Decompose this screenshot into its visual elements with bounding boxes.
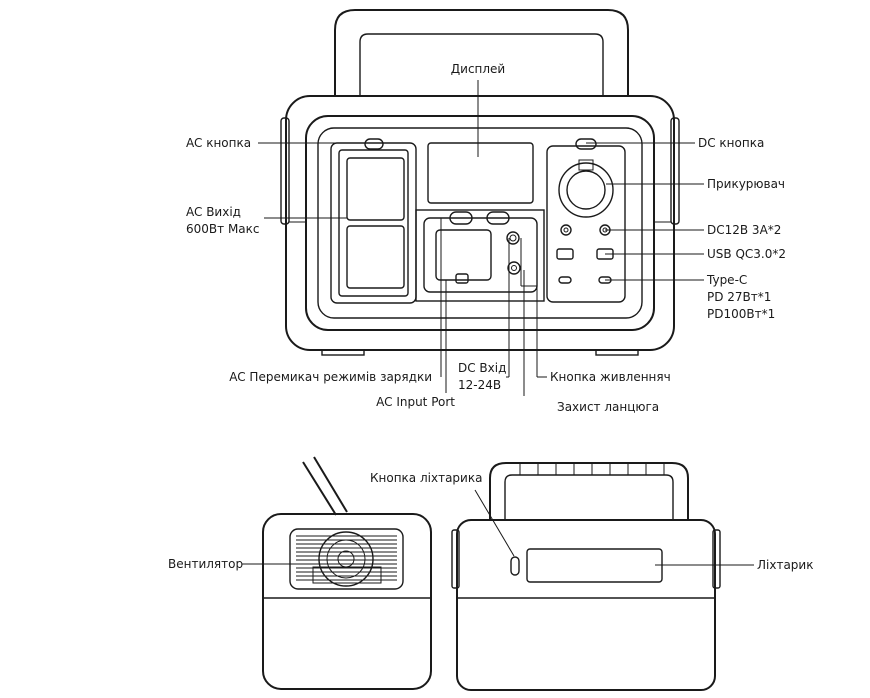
- switch-button-left: [449, 211, 473, 225]
- front-body: [285, 95, 675, 351]
- handle-grip-marks: [519, 463, 665, 475]
- front-foot-left: [321, 349, 365, 356]
- front-foot-right: [595, 349, 639, 356]
- label-flashlight: Ліхтарик: [757, 558, 813, 572]
- front-side-left: [280, 117, 290, 225]
- dc12v-port-1: [560, 224, 572, 236]
- front-leader-lines: [258, 80, 704, 396]
- usb-port-1: [556, 248, 574, 260]
- side-body: [262, 513, 432, 690]
- ac-outlet-2: [346, 225, 405, 289]
- ac-input-tab: [455, 273, 469, 284]
- fan-grille-frame: [289, 528, 404, 590]
- label-dc-input-2: 12-24В: [458, 378, 501, 392]
- ac-input-socket: [435, 229, 492, 281]
- label-cigarette-lighter: Прикурювач: [707, 177, 785, 191]
- label-dc-input-1: DC Вхід: [458, 361, 506, 375]
- display-screen: [427, 142, 534, 204]
- front-handle-inner: [359, 33, 604, 96]
- fan-grille: [296, 531, 397, 587]
- back-body: [456, 519, 716, 691]
- side-handle-b: [313, 456, 348, 513]
- label-ac-output-1: AC Вихід: [186, 205, 241, 219]
- flashlight-button-shape: [510, 556, 520, 576]
- label-dc-button: DC кнопка: [698, 136, 764, 150]
- label-fan: Вентилятор: [168, 557, 243, 571]
- label-ac-output-2: 600Вт Макс: [186, 222, 260, 236]
- front-handle: [334, 9, 629, 96]
- dc-panel: [546, 145, 626, 303]
- front-view: [280, 9, 680, 356]
- charge-frame: [415, 209, 545, 302]
- side-view: [242, 456, 432, 690]
- cigarette-lighter-inner: [566, 170, 606, 210]
- switch-button-right: [486, 211, 510, 225]
- label-flashlight-button: Кнопка ліхтарика: [370, 471, 482, 485]
- label-type-c-2: PD 27Вт*1: [707, 290, 771, 304]
- dc-input-port-shape: [507, 261, 521, 275]
- front-panel: [305, 115, 655, 331]
- label-ac-input-port: AC Input Port: [376, 395, 455, 409]
- label-circuit-protection: Захист ланцюга: [557, 400, 659, 414]
- power-button-shape: [506, 231, 520, 245]
- charge-panel: [423, 217, 538, 293]
- back-handle: [489, 462, 689, 520]
- label-type-c-3: PD100Вт*1: [707, 307, 775, 321]
- cigarette-lighter-outer: [558, 162, 614, 218]
- ac-outlet-1: [346, 157, 405, 221]
- dc-button-shape: [575, 138, 597, 150]
- label-usb-qc: USB QC3.0*2: [707, 247, 786, 261]
- label-display: Дисплей: [451, 62, 505, 76]
- label-ac-charge-switch: AC Перемикач режимів зарядки: [229, 370, 432, 384]
- label-type-c-1: Type-C: [706, 273, 747, 287]
- type-c-port-1: [558, 276, 572, 284]
- ac-outlet-frame-inner: [338, 149, 409, 297]
- ac-outlet-frame: [330, 142, 417, 304]
- label-ac-button: AC кнопка: [186, 136, 251, 150]
- label-power-button: Кнопка живленняч: [550, 370, 671, 384]
- back-view: [451, 462, 754, 691]
- side-handle-a: [302, 461, 337, 516]
- label-dc12v: DC12В 3А*2: [707, 223, 781, 237]
- front-panel-inner: [317, 127, 643, 319]
- labels: Дисплей AC кнопка DC кнопка Прикурювач A…: [168, 62, 813, 572]
- flashlight-panel: [526, 548, 663, 583]
- ac-button-shape: [364, 138, 384, 150]
- front-side-right: [670, 117, 680, 225]
